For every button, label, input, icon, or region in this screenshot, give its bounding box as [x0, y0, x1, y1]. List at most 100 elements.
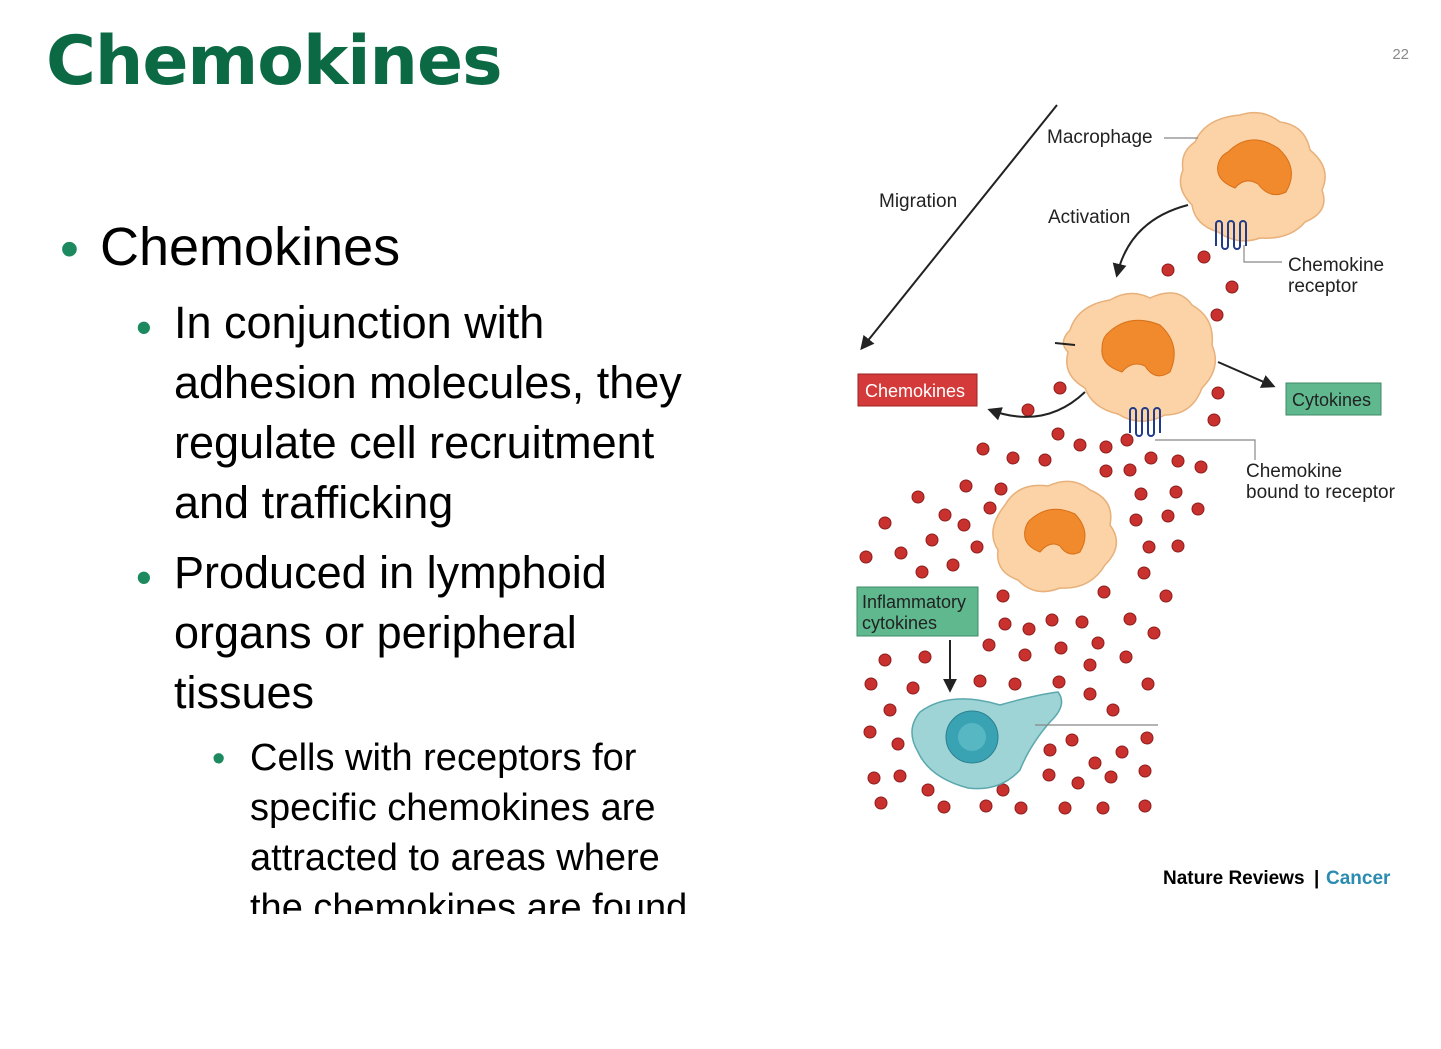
chemokine-receptor-icon	[1215, 220, 1247, 250]
page-number: 22	[1392, 46, 1409, 63]
chemokine-dot	[878, 516, 892, 530]
chemokine-dot	[1065, 733, 1079, 747]
chemokine-bound-label: bound to receptor	[1246, 482, 1396, 503]
chemokine-dot	[1106, 703, 1120, 717]
migration-arrow	[860, 104, 1058, 351]
chemokine-dot	[1054, 641, 1068, 655]
chemokine-dot	[1022, 622, 1036, 636]
macrophage-cell	[1179, 111, 1326, 242]
bullet-level2-line: and trafficking	[174, 477, 454, 528]
inflammatory-cytokines-label: Inflammatory	[862, 592, 966, 612]
chemokine-dot	[1052, 675, 1066, 689]
chemokine-dot	[894, 546, 908, 560]
activation-arrow	[1112, 204, 1189, 278]
chemokine-dot	[1018, 648, 1032, 662]
chemokine-dot	[1104, 770, 1118, 784]
chemokine-release-arrow	[987, 391, 1086, 421]
chemokine-receptor-label: Chemokine	[1288, 255, 1384, 276]
bullet-level2-line: regulate cell recruitment	[174, 417, 655, 468]
inflammatory-cytokines-box	[856, 586, 979, 637]
chemokine-dot	[994, 482, 1008, 496]
chemokine-dot	[1129, 513, 1143, 527]
chemokine-particles	[859, 250, 1239, 815]
bullet-dot: •	[212, 738, 226, 780]
chemokine-dot	[1123, 463, 1137, 477]
chemokine-dot	[937, 800, 951, 814]
chemokine-dot	[976, 442, 990, 456]
bullet-list: • Chemokines • In conjunction with adhes…	[60, 214, 760, 914]
chemokine-dot	[1091, 636, 1105, 650]
credit-separator: |	[1314, 868, 1319, 889]
chemokine-dot	[1194, 460, 1208, 474]
chemokine-dot	[918, 650, 932, 664]
chemokine-dot	[1083, 687, 1097, 701]
activated-macrophage-cell	[1062, 292, 1217, 422]
chemokine-dot	[906, 681, 920, 695]
chemokine-dot	[938, 508, 952, 522]
chemokines-box-label: Chemokines	[865, 381, 965, 401]
chemokine-dot	[1144, 451, 1158, 465]
bullet-level2-line: adhesion molecules, they	[174, 357, 682, 408]
chemokine-dot	[1096, 801, 1110, 815]
target-cell	[911, 691, 1063, 790]
chemokine-dot	[1140, 731, 1154, 745]
bullet-level2-line: Produced in lymphoid	[174, 547, 607, 598]
chemokine-receptor-label: receptor	[1288, 276, 1358, 297]
chemokine-dot	[878, 653, 892, 667]
chemokines-box	[857, 373, 978, 407]
chemokine-dot	[1197, 250, 1211, 264]
chemokine-dot	[863, 725, 877, 739]
activation-label: Activation	[1048, 207, 1130, 228]
chemokine-dot	[1159, 589, 1173, 603]
cytokines-box	[1285, 382, 1382, 416]
chemokine-dot	[970, 540, 984, 554]
bullet-level3-line: Cells with receptors for	[250, 737, 637, 779]
chemokine-dot	[959, 479, 973, 493]
chemokine-dot	[1142, 540, 1156, 554]
bullet-dot: •	[60, 219, 79, 279]
chemokine-dot	[1083, 658, 1097, 672]
bound-receptor-icon	[1129, 407, 1161, 437]
recruited-macrophage-cell	[992, 480, 1118, 593]
chemokine-dot	[979, 799, 993, 813]
chemokine-dot	[1123, 612, 1137, 626]
chemokine-dot	[1138, 799, 1152, 813]
chemokine-dot	[1051, 427, 1065, 441]
chemokine-dot	[1211, 386, 1225, 400]
chemokine-dot	[1119, 650, 1133, 664]
chemokine-dot	[1147, 626, 1161, 640]
chemokine-dot	[891, 737, 905, 751]
chemokine-dot	[1073, 438, 1087, 452]
migration-label: Migration	[879, 191, 957, 212]
chemokine-dot	[1141, 677, 1155, 691]
bullet-level3-line: the chemokines are found	[250, 887, 688, 914]
chemokine-dot	[946, 558, 960, 572]
inflammatory-cytokines-label: cytokines	[862, 613, 937, 633]
chemokine-dot	[1075, 615, 1089, 629]
chemokine-dot	[925, 533, 939, 547]
chemokine-dot	[1058, 801, 1072, 815]
chemokine-dot	[998, 617, 1012, 631]
chemokine-dot	[921, 783, 935, 797]
chemokine-dot	[1043, 743, 1057, 757]
chemokine-dot	[1138, 764, 1152, 778]
chemokine-dot	[1225, 280, 1239, 294]
chemokine-dot	[874, 796, 888, 810]
chemokine-dot	[1134, 487, 1148, 501]
chemokine-dot	[1120, 433, 1134, 447]
chemokine-dot	[1161, 509, 1175, 523]
chemokine-dot	[1169, 485, 1183, 499]
chemokine-dot	[1099, 440, 1113, 454]
chemokine-dot	[973, 674, 987, 688]
credit-journal: Nature Reviews	[1163, 868, 1305, 889]
chemokine-dot	[1021, 403, 1035, 417]
chemokine-dot	[864, 677, 878, 691]
credit-section: Cancer	[1326, 868, 1391, 889]
bullet-level2-line: In conjunction with	[174, 297, 545, 348]
chemokine-dot	[1115, 745, 1129, 759]
chemokine-dot	[1071, 776, 1085, 790]
chemokine-dot	[1137, 566, 1151, 580]
chemokine-dot	[957, 518, 971, 532]
chemokine-dot	[1161, 263, 1175, 277]
